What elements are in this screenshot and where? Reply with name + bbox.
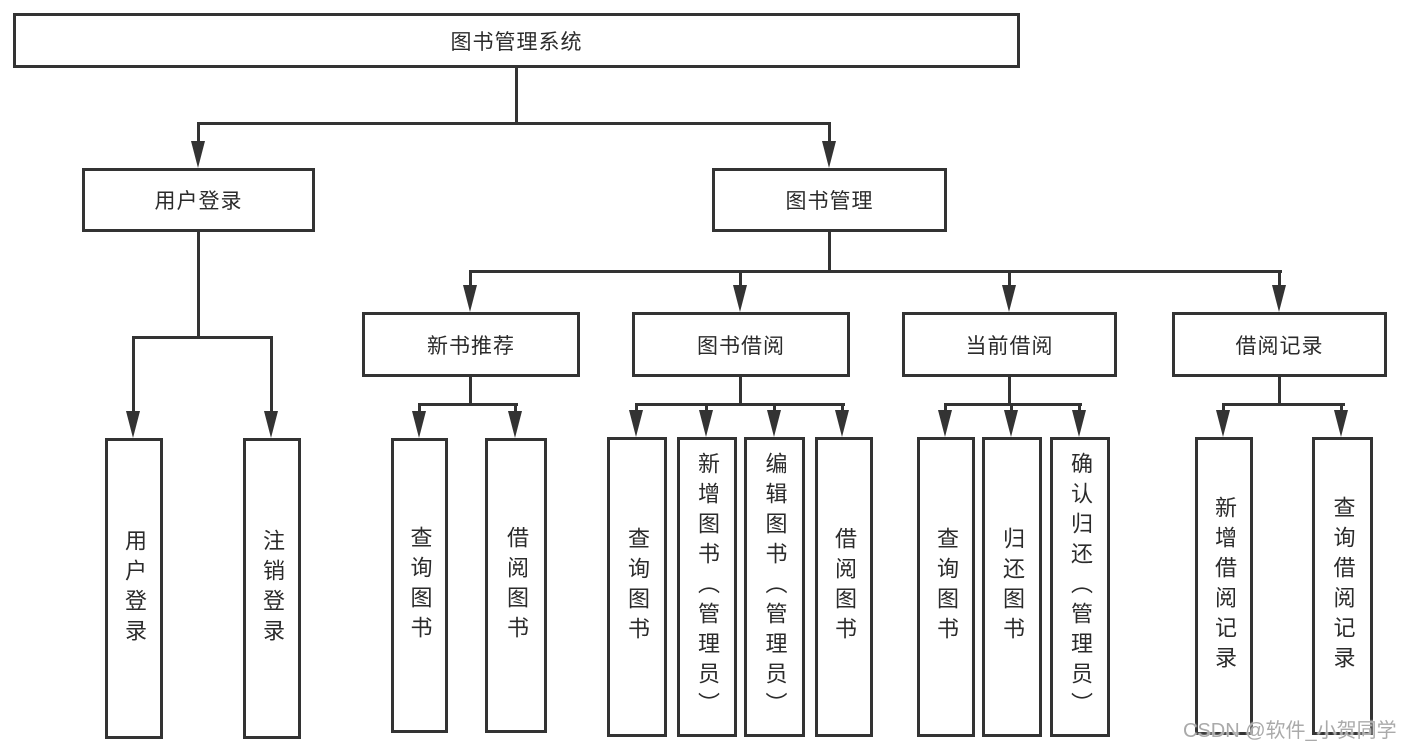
arrow-down-icon <box>126 411 140 438</box>
node-book-management-label: 图书管理 <box>785 190 874 213</box>
connector-drop-leaf <box>1010 403 1013 414</box>
arrow-down-icon <box>1334 410 1348 437</box>
watermark: CSDN @软件_小贺同学 <box>1183 720 1397 742</box>
arrow-down-icon <box>767 410 781 437</box>
connector-current-hline <box>944 403 1082 406</box>
arrow-down-icon <box>1216 410 1230 437</box>
connector-mgmt-hline <box>469 270 1282 273</box>
node-user-login-label: 用户登录 <box>154 190 243 213</box>
arrow-down-icon <box>699 410 713 437</box>
connector-login-hline <box>132 336 273 339</box>
arrow-down-icon <box>264 411 278 438</box>
connector-records-hline <box>1222 403 1345 406</box>
connector-drop-book-borrow <box>739 270 742 288</box>
leaf-add-book-admin-label: 新增图书（管理员） <box>695 452 720 722</box>
arrow-down-icon <box>191 141 205 168</box>
connector-mgmt-stem <box>828 232 831 273</box>
arrow-down-icon <box>629 410 643 437</box>
arrow-down-icon <box>463 285 477 312</box>
connector-drop-leaf <box>132 336 135 415</box>
node-new-book-recommend-label: 新书推荐 <box>427 334 515 358</box>
leaf-borrow-book-2-label: 借阅图书 <box>832 527 857 647</box>
arrow-down-icon <box>1272 285 1286 312</box>
connector-drop-new-book <box>469 270 472 288</box>
arrow-down-icon <box>822 141 836 168</box>
arrow-down-icon <box>1002 285 1016 312</box>
node-root: 图书管理系统 <box>13 13 1020 68</box>
connector-drop-leaf <box>773 403 776 414</box>
node-book-management: 图书管理 <box>712 168 947 232</box>
connector-drop-leaf <box>841 403 844 414</box>
connector-newbook-hline <box>418 403 518 406</box>
leaf-user-login: 用户登录 <box>105 438 163 739</box>
leaf-add-borrow-record-label: 新增借阅记录 <box>1212 496 1237 676</box>
connector-root-hline <box>197 122 831 125</box>
node-new-book-recommend: 新书推荐 <box>362 312 580 377</box>
leaf-query-book-3-label: 查询图书 <box>934 527 959 647</box>
connector-root-stem <box>515 68 518 125</box>
connector-drop-leaf <box>418 403 421 414</box>
node-root-label: 图书管理系统 <box>450 30 583 54</box>
node-borrow-records: 借阅记录 <box>1172 312 1387 377</box>
connector-drop-book-management <box>828 122 831 146</box>
connector-drop-current-borrow <box>1008 270 1011 288</box>
connector-login-stem <box>197 232 200 339</box>
leaf-logout-login: 注销登录 <box>243 438 301 739</box>
node-current-borrow-label: 当前借阅 <box>965 334 1054 358</box>
connector-drop-leaf <box>705 403 708 414</box>
leaf-query-book-1-label: 查询图书 <box>407 525 433 646</box>
leaf-borrow-book-1-label: 借阅图书 <box>504 525 529 646</box>
leaf-edit-book-admin-label: 编辑图书（管理员） <box>762 452 788 722</box>
connector-drop-leaf <box>1340 403 1343 414</box>
connector-drop-leaf <box>1222 403 1225 414</box>
leaf-add-book-admin: 新增图书（管理员） <box>677 437 737 737</box>
arrow-down-icon <box>1004 410 1018 437</box>
leaf-edit-book-admin: 编辑图书（管理员） <box>744 437 805 737</box>
node-current-borrow: 当前借阅 <box>902 312 1117 377</box>
arrow-down-icon <box>1072 410 1086 437</box>
leaf-query-borrow-record: 查询借阅记录 <box>1312 437 1373 735</box>
arrow-down-icon <box>412 411 426 438</box>
connector-drop-leaf <box>1078 403 1081 414</box>
leaf-add-borrow-record: 新增借阅记录 <box>1195 437 1253 735</box>
connector-records-stem <box>1278 377 1281 405</box>
connector-current-stem <box>1008 377 1011 405</box>
leaf-confirm-return-admin-label: 确认归还（管理员） <box>1068 452 1093 722</box>
connector-drop-leaf <box>635 403 638 414</box>
leaf-borrow-book-1: 借阅图书 <box>485 438 547 733</box>
leaf-query-borrow-record-label: 查询借阅记录 <box>1330 496 1356 676</box>
arrow-down-icon <box>835 410 849 437</box>
leaf-borrow-book-2: 借阅图书 <box>815 437 873 737</box>
connector-drop-leaf <box>944 403 947 414</box>
connector-borrow-stem <box>739 377 742 405</box>
node-book-borrow-label: 图书借阅 <box>697 334 785 358</box>
arrow-down-icon <box>733 285 747 312</box>
node-user-login: 用户登录 <box>82 168 315 232</box>
leaf-query-book-3: 查询图书 <box>917 437 975 737</box>
leaf-query-book-2: 查询图书 <box>607 437 667 737</box>
connector-borrow-hline <box>635 403 845 406</box>
leaf-query-book-2-label: 查询图书 <box>625 527 650 647</box>
connector-drop-borrow-records <box>1278 270 1281 288</box>
node-book-borrow: 图书借阅 <box>632 312 850 377</box>
leaf-confirm-return-admin: 确认归还（管理员） <box>1050 437 1110 737</box>
arrow-down-icon <box>938 410 952 437</box>
connector-newbook-stem <box>469 377 472 405</box>
connector-drop-leaf <box>514 403 517 414</box>
connector-drop-user-login <box>197 122 200 146</box>
connector-drop-leaf <box>270 336 273 415</box>
leaf-user-login-label: 用户登录 <box>122 528 147 649</box>
arrow-down-icon <box>508 411 522 438</box>
node-borrow-records-label: 借阅记录 <box>1235 334 1324 358</box>
leaf-query-book-1: 查询图书 <box>391 438 448 733</box>
leaf-return-book-label: 归还图书 <box>1000 527 1025 647</box>
leaf-return-book: 归还图书 <box>982 437 1042 737</box>
leaf-logout-login-label: 注销登录 <box>260 528 285 649</box>
